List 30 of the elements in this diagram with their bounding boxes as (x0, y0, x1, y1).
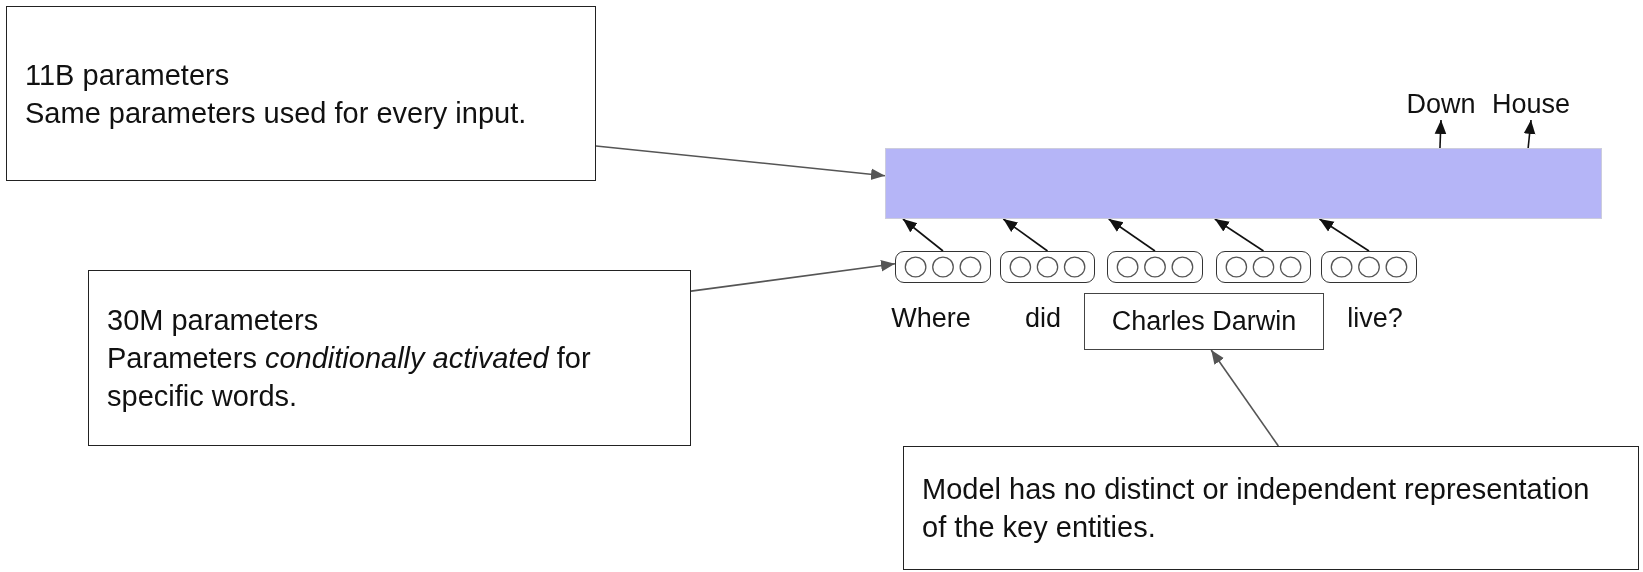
arrow (1002, 218, 1049, 252)
model-block (885, 148, 1602, 219)
box-heading: 30M parameters (107, 303, 320, 338)
output-word: House (1484, 88, 1578, 120)
output-word: Down (1400, 88, 1482, 120)
text-box (903, 446, 1639, 570)
embedding-vector (1321, 251, 1417, 283)
input-word: live? (1347, 303, 1403, 334)
input-word: did (1025, 303, 1061, 334)
embedding-vector (1000, 251, 1095, 283)
arrow (902, 218, 944, 252)
embedding-vector (895, 251, 991, 283)
arrow (595, 145, 886, 181)
arrow (690, 259, 896, 292)
arrow (1318, 218, 1370, 252)
embedding-vector (1107, 251, 1203, 283)
input-word: Where (891, 303, 971, 334)
arrow (1107, 218, 1156, 252)
arrow (1210, 349, 1280, 447)
box-text: Same parameters used for every input. (25, 95, 528, 131)
text-box (6, 6, 596, 181)
text-box (88, 270, 691, 446)
arrow (1523, 119, 1536, 149)
embedding-vector (1216, 251, 1311, 283)
box-text: Parameters conditionally activated for specific words. (107, 341, 592, 414)
arrow (1434, 119, 1447, 149)
arrow (1214, 218, 1265, 252)
entity-box: Charles Darwin (1084, 293, 1324, 350)
box-heading: 11B parameters (25, 57, 231, 93)
box-text: Model has no distinct or independent representation of the key entities. (922, 472, 1591, 545)
